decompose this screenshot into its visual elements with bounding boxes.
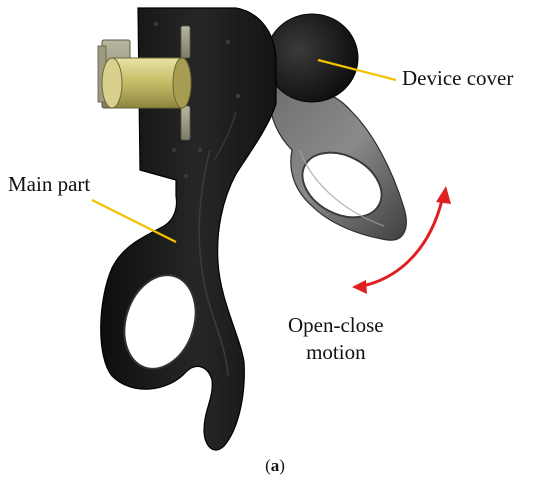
caption-letter: a bbox=[270, 456, 280, 475]
lower-clip bbox=[180, 105, 191, 141]
main-part-label: Main part bbox=[8, 172, 91, 196]
caption-close-paren: ) bbox=[279, 456, 285, 475]
caption-open-paren: ( bbox=[265, 456, 271, 475]
device-cover-part bbox=[267, 83, 407, 241]
main-part-finger-hole bbox=[123, 274, 197, 370]
open-close-motion-label: Open-close motion bbox=[288, 312, 384, 366]
motion-label-line-1: Open-close bbox=[288, 313, 384, 337]
device-cover-label: Device cover bbox=[402, 66, 514, 90]
device-cover-leader-line bbox=[317, 58, 397, 82]
double-headed-curved-arrow-icon bbox=[352, 186, 451, 294]
upper-clip bbox=[180, 25, 191, 59]
figure-caption: (a) bbox=[0, 456, 550, 476]
cylinder-assembly bbox=[97, 39, 192, 109]
motor-housing bbox=[265, 13, 359, 103]
main-part-body bbox=[100, 7, 277, 451]
motion-label-line-2: motion bbox=[306, 340, 366, 364]
main-part-leader-line bbox=[91, 199, 177, 243]
